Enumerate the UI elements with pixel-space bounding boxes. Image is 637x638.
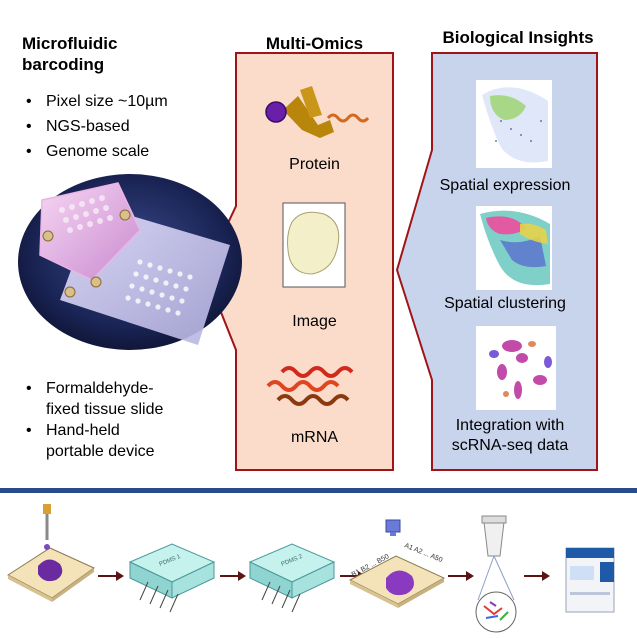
workflow-arrow-4 — [448, 571, 474, 581]
bottom-bullet-list: Formaldehyde- fixed tissue slide Hand-he… — [24, 378, 163, 462]
workflow-step-sequencer — [565, 547, 615, 613]
left-title-line2: barcoding — [22, 55, 105, 74]
bullet-fixed-tissue: Formaldehyde- fixed tissue slide — [24, 378, 163, 420]
workflow-step-tissue — [7, 504, 95, 602]
workflow-step-tube — [475, 515, 517, 633]
workflow-step-pdms1: PDMS 1 — [128, 543, 216, 613]
bullet-hand-held-line1: Hand-held — [46, 422, 120, 439]
label-mrna: mRNA — [290, 429, 339, 446]
tissue-image-icon — [282, 202, 346, 288]
chip-wells — [59, 195, 113, 233]
bullet-pixel-size: Pixel size ~10µm — [24, 91, 168, 112]
bullet-hand-held-line2: portable device — [46, 443, 155, 460]
right-title: Biological Insights — [442, 28, 594, 47]
label-protein: Protein — [289, 156, 340, 173]
mrna-icon — [266, 366, 354, 406]
label-spatial-expression: Spatial expression — [439, 177, 571, 194]
label-integration: Integration with scRNA-seq data — [410, 416, 610, 456]
bullet-hand-held: Hand-held portable device — [24, 420, 163, 462]
workflow-step-pdms2: PDMS 2 — [248, 543, 336, 613]
integration-image — [476, 326, 556, 410]
spatial-expression-image — [476, 80, 552, 168]
workflow-arrow-5 — [524, 571, 550, 581]
workflow-arrow-1 — [98, 571, 124, 581]
slide-wells — [125, 259, 193, 316]
label-integration-line2: scRNA-seq data — [451, 437, 569, 454]
section-divider — [0, 488, 637, 493]
bullet-genome: Genome scale — [24, 141, 168, 162]
workflow-arrow-2 — [220, 571, 246, 581]
middle-title: Multi-Omics — [265, 34, 364, 53]
bullet-fixed-tissue-line2: fixed tissue slide — [46, 401, 164, 418]
workflow-step-barcoded-slide: B1 B2 ... B50 A1 A2 ... A50 — [348, 519, 446, 608]
spatial-clustering-image — [476, 206, 552, 290]
bullet-ngs: NGS-based — [24, 116, 168, 137]
device-screws — [42, 209, 131, 298]
top-bullet-list: Pixel size ~10µm NGS-based Genome scale — [24, 91, 168, 162]
device-chip — [39, 182, 141, 281]
label-image: Image — [292, 313, 337, 330]
bullet-fixed-tissue-line1: Formaldehyde- — [46, 380, 154, 397]
protein-icon — [265, 86, 370, 138]
label-integration-line1: Integration with — [455, 417, 565, 434]
left-title: Microfluidic barcoding — [22, 33, 117, 75]
left-title-line1: Microfluidic — [22, 34, 118, 53]
col-barcode-labels: A1 A2 ... A50 — [403, 542, 443, 564]
label-spatial-clustering: Spatial clustering — [444, 295, 566, 312]
